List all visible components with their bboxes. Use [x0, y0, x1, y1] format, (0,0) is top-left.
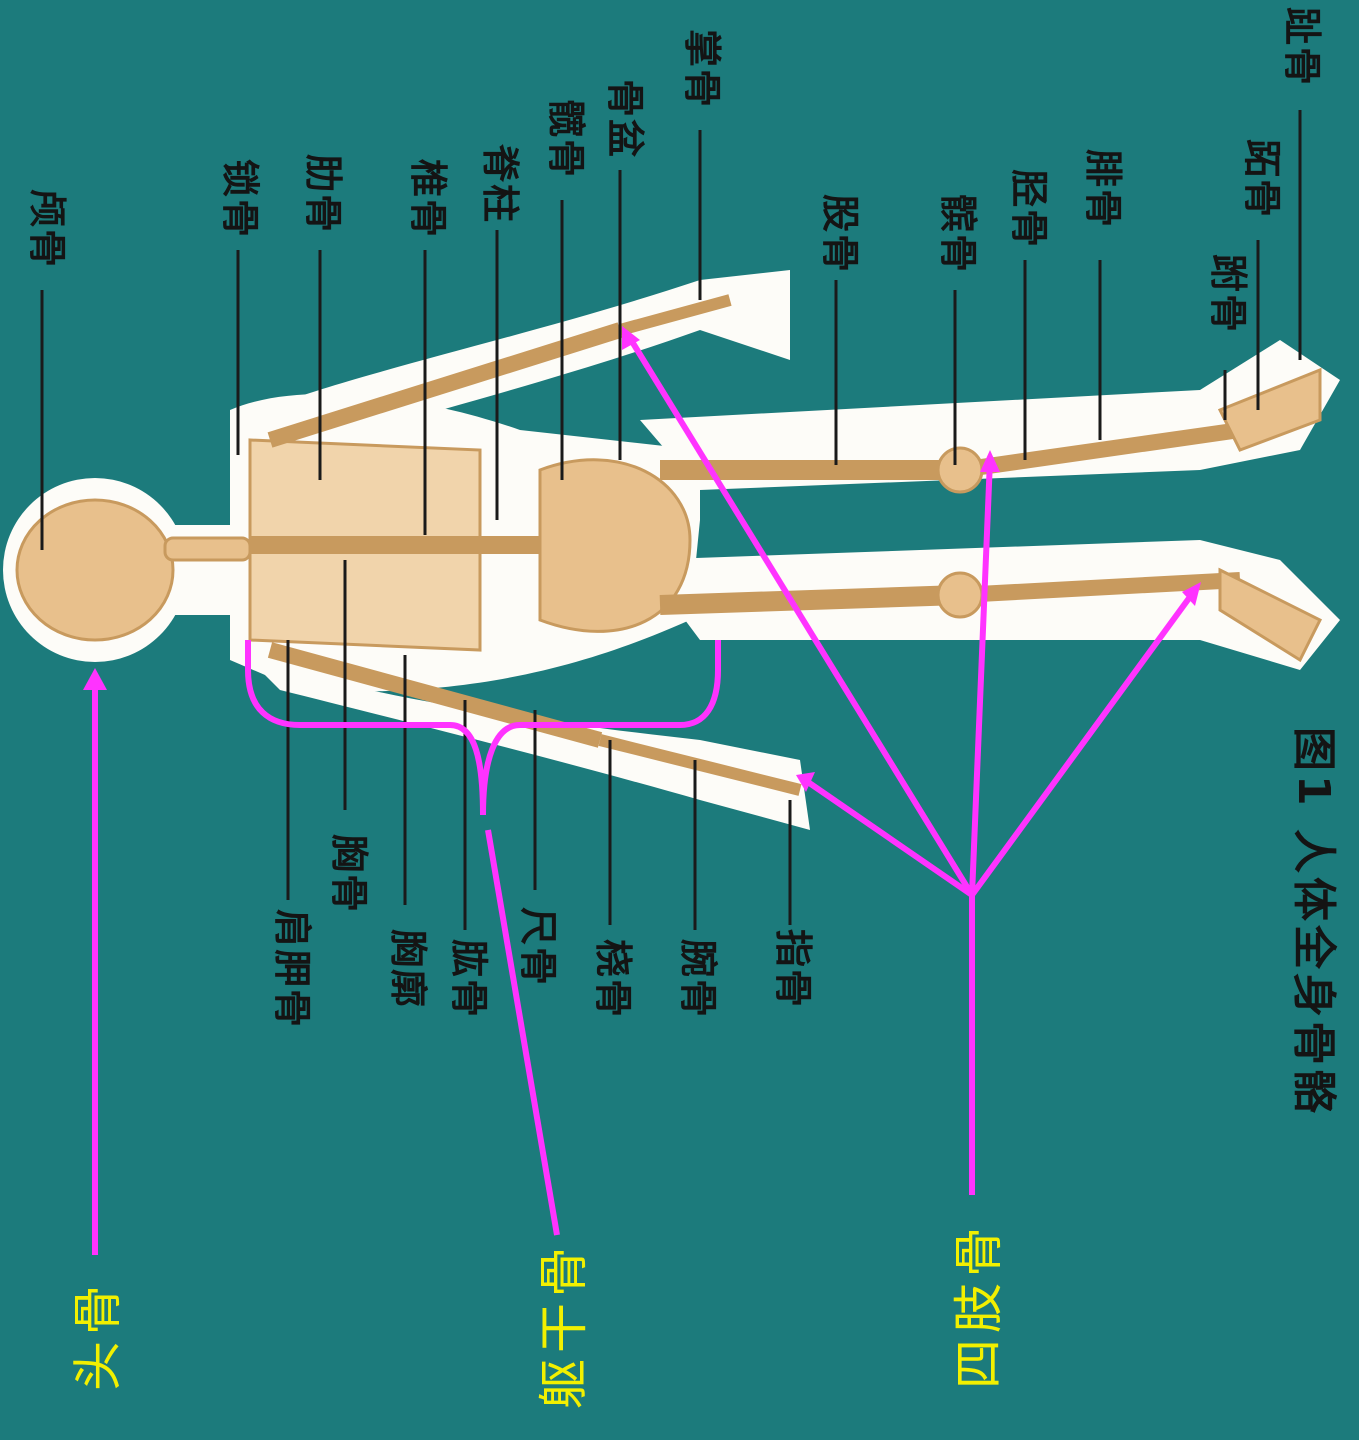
trunk-pointer-line — [488, 830, 557, 1235]
category-trunk: 躯干骨 — [539, 1241, 589, 1409]
label-patella: 髌骨 — [939, 194, 977, 274]
label-phalanx-hand: 指骨 — [774, 929, 812, 1009]
label-radius: 桡骨 — [594, 939, 632, 1019]
label-spine: 脊柱 — [481, 144, 519, 224]
label-metacarpal: 掌骨 — [683, 29, 721, 109]
label-tarsal: 跗骨 — [1209, 254, 1247, 334]
label-sternum: 胸骨 — [330, 834, 368, 914]
label-phalanx-foot: 趾骨 — [1283, 7, 1321, 87]
label-femur: 股骨 — [821, 194, 859, 274]
skull-shape — [17, 500, 173, 640]
label-fibula: 腓骨 — [1084, 149, 1122, 229]
label-ulna: 尺骨 — [519, 907, 557, 987]
label-metatarsal: 跖骨 — [1243, 139, 1281, 219]
label-vertebra: 椎骨 — [409, 159, 447, 239]
category-limbs: 四肢骨 — [954, 1221, 1004, 1389]
label-tibia: 胫骨 — [1010, 169, 1048, 249]
label-thorax: 胸廓 — [389, 929, 427, 1009]
label-ilium: 髋骨 — [547, 99, 585, 179]
label-humerus: 肱骨 — [450, 939, 488, 1019]
label-clavicle: 锁骨 — [221, 159, 259, 239]
label-pelvis: 骨盆 — [606, 79, 644, 159]
label-rib: 肋骨 — [304, 154, 342, 234]
label-skull: 颅骨 — [28, 189, 66, 269]
label-carpal: 腕骨 — [679, 939, 717, 1019]
figure-caption: 图1 人体全身骨骼 — [1291, 727, 1335, 1117]
label-scapula: 肩胛骨 — [273, 909, 311, 1029]
category-head: 头骨 — [73, 1279, 123, 1391]
